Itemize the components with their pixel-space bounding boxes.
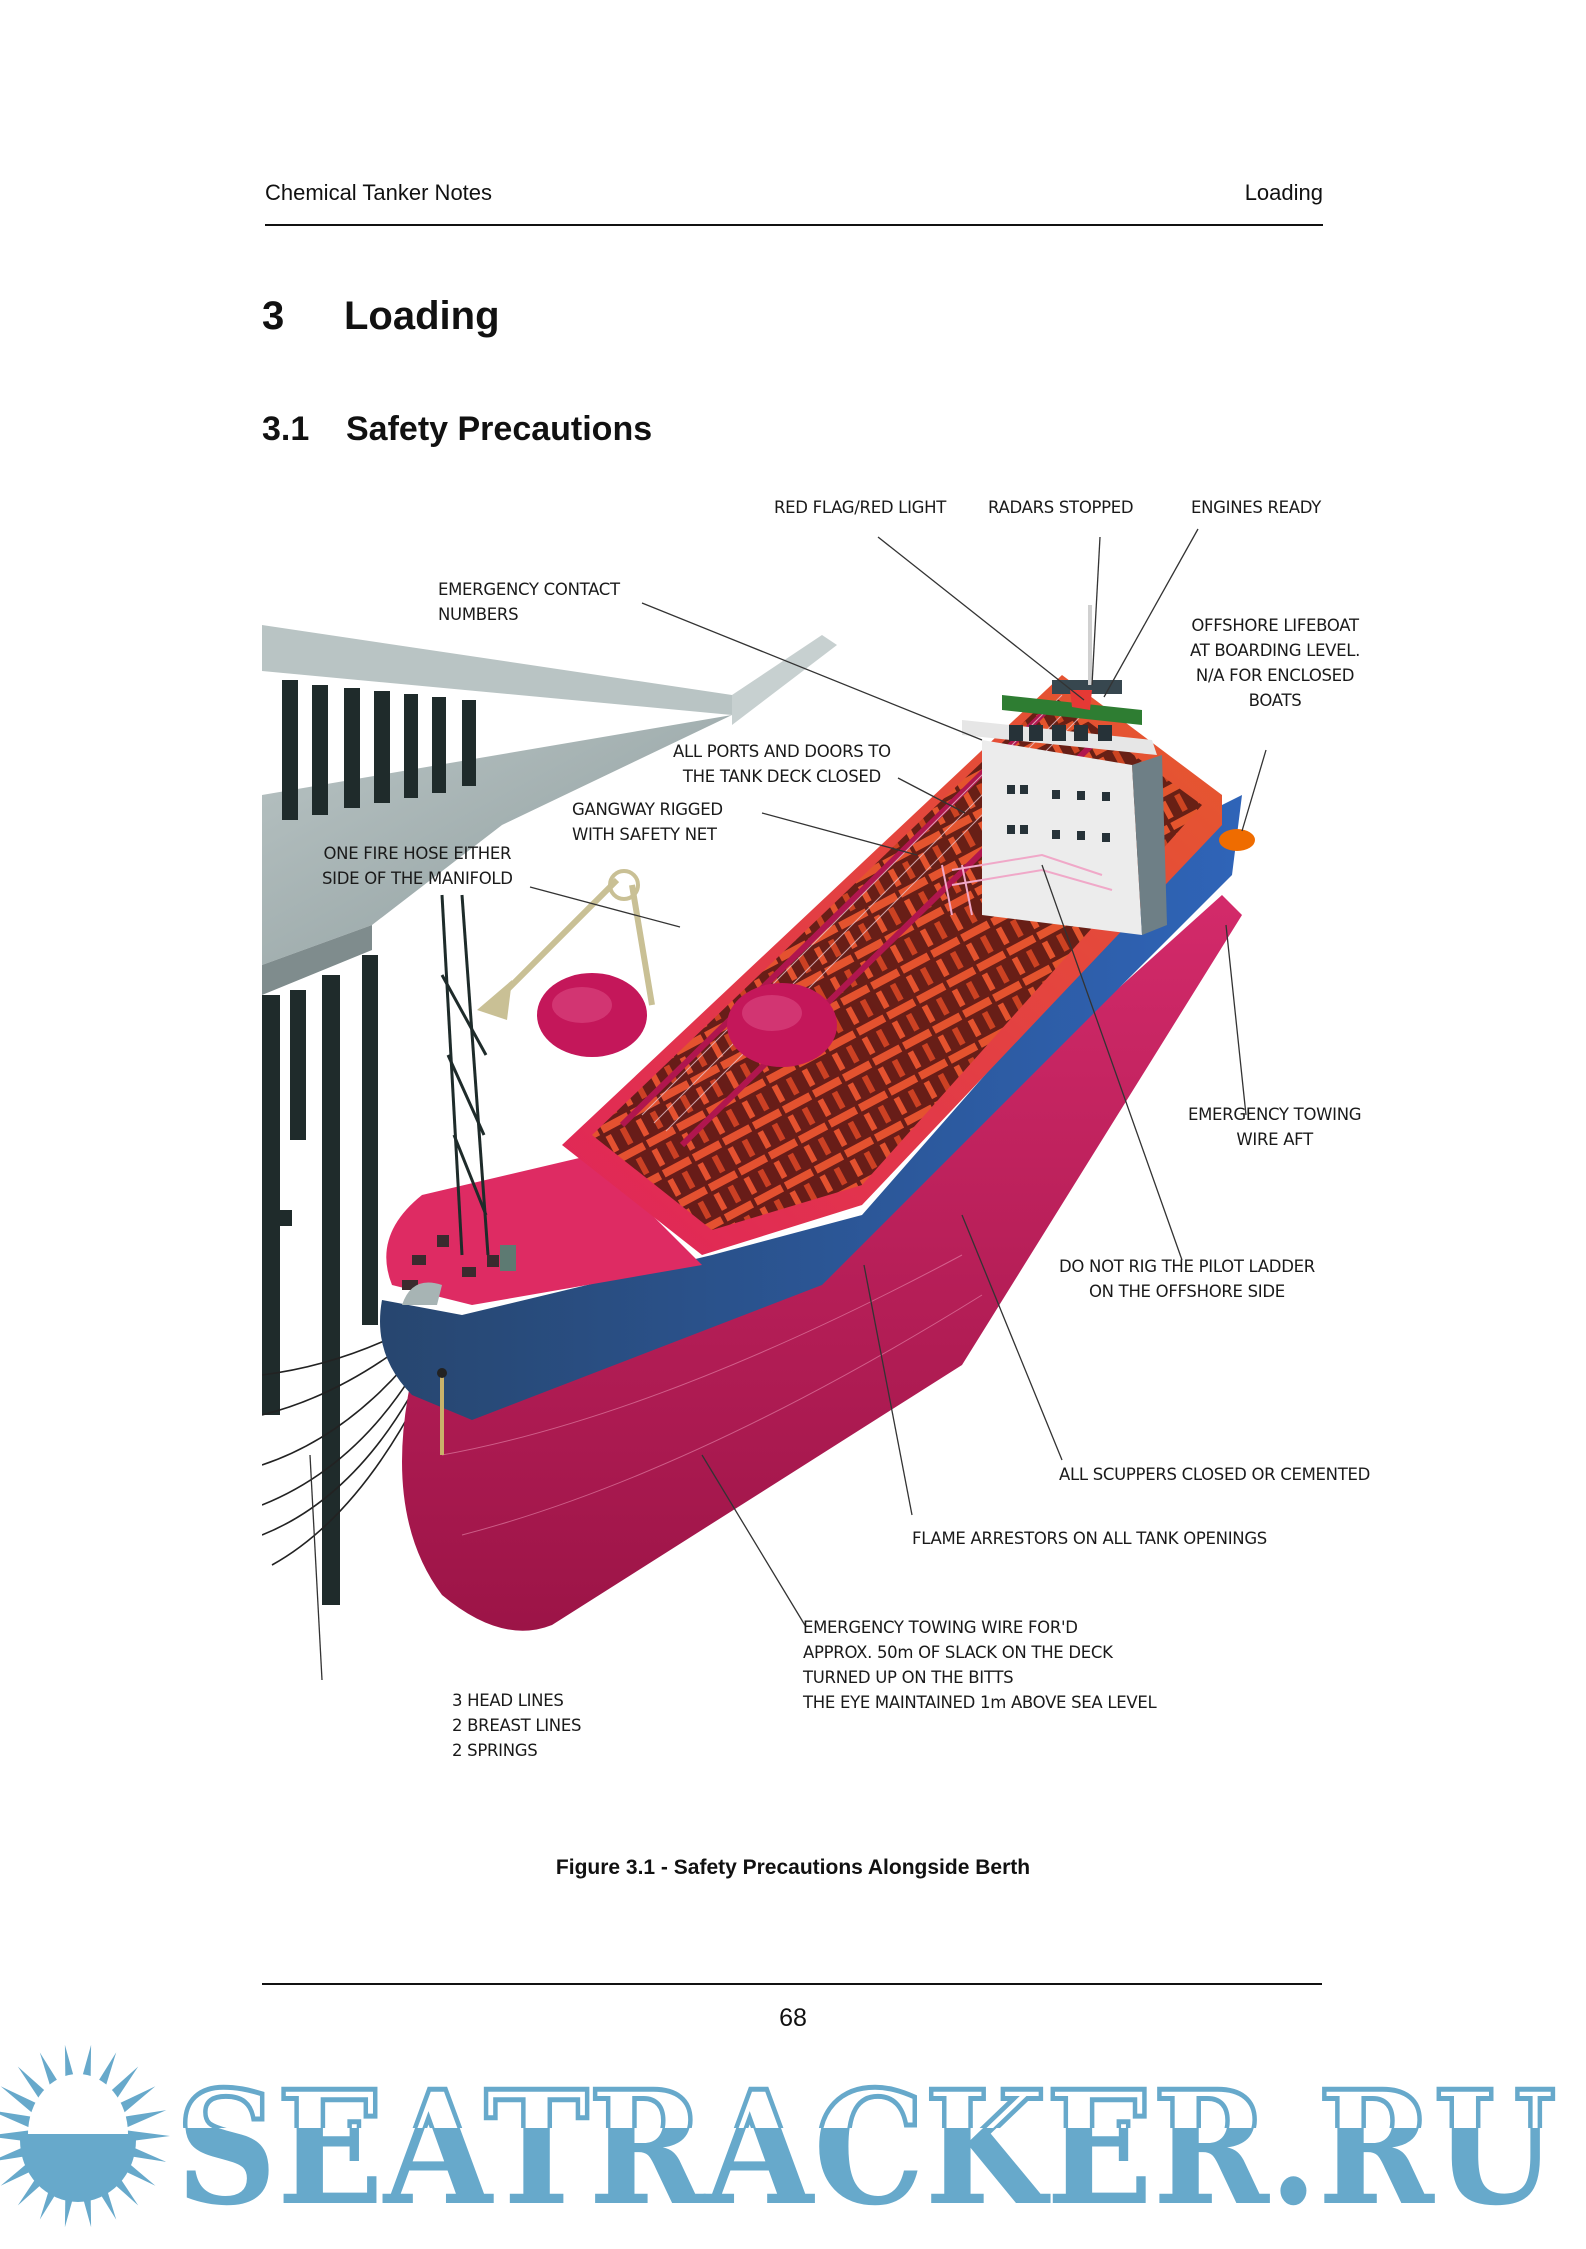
footer-rule [262,1983,1322,1985]
label-engines-ready: ENGINES READY [1191,498,1322,517]
label-gangway: GANGWAY RIGGED WITH SAFETY NET [572,800,723,844]
watermark-text: SEATRACKER.RU SEATRACKER.RU [174,2055,1559,2241]
label-towing-aft: EMERGENCY TOWING WIRE AFT [1188,1105,1362,1149]
sun-ray [0,2111,32,2128]
lifeboat [1219,829,1255,851]
watermark-logo: SEATRACKER.RU SEATRACKER.RU [0,2010,1586,2244]
label-red-flag: RED FLAG/RED LIGHT [774,498,947,517]
tanker-illustration [262,528,1267,1681]
page-number: 68 [779,2004,807,2032]
sun-ray [0,2086,40,2114]
label-pilot-ladder: DO NOT RIG THE PILOT LADDER ON THE OFFSH… [1059,1257,1315,1301]
label-mooring-lines: 3 HEAD LINES 2 BREAST LINES 2 SPRINGS [452,1691,582,1760]
label-emergency-contact: EMERGENCY CONTACT NUMBERS [438,580,620,624]
svg-text:SEATRACKER.RU: SEATRACKER.RU [176,2057,1556,2240]
chapter-number: 3 [262,294,285,338]
svg-text:SEATRACKER.RU: SEATRACKER.RU [176,2057,1556,2240]
label-ports-doors: ALL PORTS AND DOORS TO THE TANK DECK CLO… [673,742,891,786]
red-flag [1070,690,1092,710]
label-towing-ford: EMERGENCY TOWING WIRE FOR'D APPROX. 50m … [803,1618,1157,1712]
section-title: Safety Precautions [346,410,653,448]
section-heading: 3.1 Safety Precautions [262,410,652,449]
hose-crane [489,877,655,1008]
figure-safety-precautions: RED FLAG/RED LIGHT RADARS STOPPED ENGINE… [262,495,1382,1785]
jetty [262,625,837,1605]
jetty-pillars [262,680,476,1605]
section-number: 3.1 [262,410,310,448]
seatracker-logo: SEATRACKER.RU SEATRACKER.RU [0,2044,1559,2241]
label-flame-arrestors: FLAME ARRESTORS ON ALL TANK OPENINGS [912,1529,1267,1548]
figure-caption: Figure 3.1 - Safety Precautions Alongsid… [555,1856,1031,1879]
sun-ray [116,2086,156,2114]
accommodation-block [941,605,1255,935]
label-offshore-lifeboat: OFFSHORE LIFEBOAT AT BOARDING LEVEL. N/A… [1190,616,1361,710]
chapter-heading: 3 Loading [262,294,500,339]
header-book-title: Chemical Tanker Notes [265,180,493,205]
label-scuppers: ALL SCUPPERS CLOSED OR CEMENTED [1059,1465,1371,1484]
forward-mast [440,894,490,1256]
header-chapter-name: Loading [1244,180,1323,205]
sun-ray [127,2130,170,2142]
label-fire-hose: ONE FIRE HOSE EITHER SIDE OF THE MANIFOL… [322,844,513,888]
leader-lines [309,528,1267,1681]
chapter-title: Loading [344,294,500,338]
sun-ray [124,2110,167,2128]
running-header: Chemical Tanker Notes Loading [265,176,1323,226]
sun-icon [0,2044,170,2228]
label-radars-stopped: RADARS STOPPED [988,498,1134,517]
